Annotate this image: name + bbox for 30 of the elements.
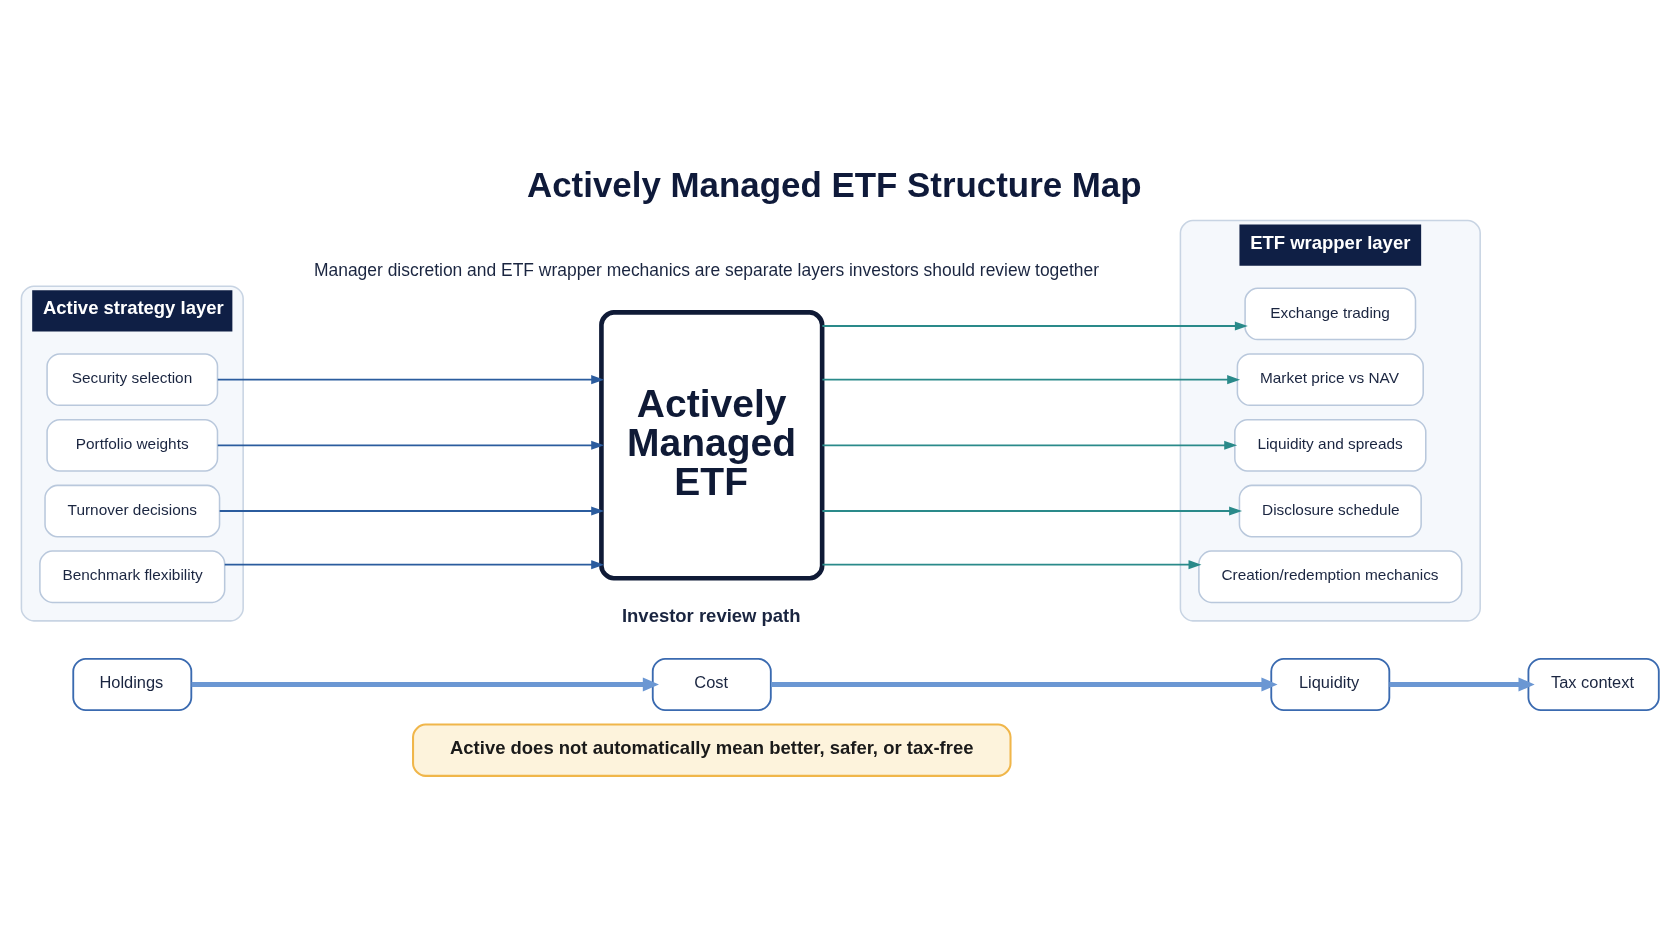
arrow (1389, 676, 1535, 692)
node-box: Creation/redemption mechanics (1198, 549, 1463, 603)
arrow (216, 374, 605, 384)
node-box: Liquidity (1270, 657, 1391, 711)
arrow (821, 506, 1243, 516)
arrow (216, 440, 605, 450)
node-box: Security selection (46, 352, 219, 406)
diagram-title: Actively Managed ETF Structure Map (527, 164, 1142, 204)
arrow (821, 440, 1238, 450)
node-box: Disclosure schedule (1238, 484, 1422, 537)
arrow (191, 676, 659, 692)
arrow (771, 676, 1278, 692)
node-box: Active does not automatically mean better, safer, or tax-free (412, 723, 1012, 777)
arrow (218, 506, 605, 516)
node-box: Holdings (72, 657, 193, 711)
arrow (223, 559, 605, 569)
node-box: Actively Managed ETF (599, 309, 825, 581)
arrow (821, 559, 1202, 569)
node-box: Cost (651, 657, 772, 711)
node-box: Benchmark flexibility (39, 549, 226, 603)
node-box: Liquidity and spreads (1234, 418, 1427, 472)
node-box: Tax context (1527, 657, 1660, 711)
node-box: Portfolio weights (46, 418, 219, 472)
node-box: Market price vs NAV (1236, 352, 1424, 406)
node-box: Exchange trading (1244, 287, 1417, 340)
arrow (821, 320, 1248, 331)
label: Manager discretion and ETF wrapper mechanics are separate layers investors should review together (313, 259, 1100, 280)
arrow (821, 374, 1241, 384)
label: Investor review path (621, 604, 801, 626)
node-box: Turnover decisions (44, 484, 221, 537)
